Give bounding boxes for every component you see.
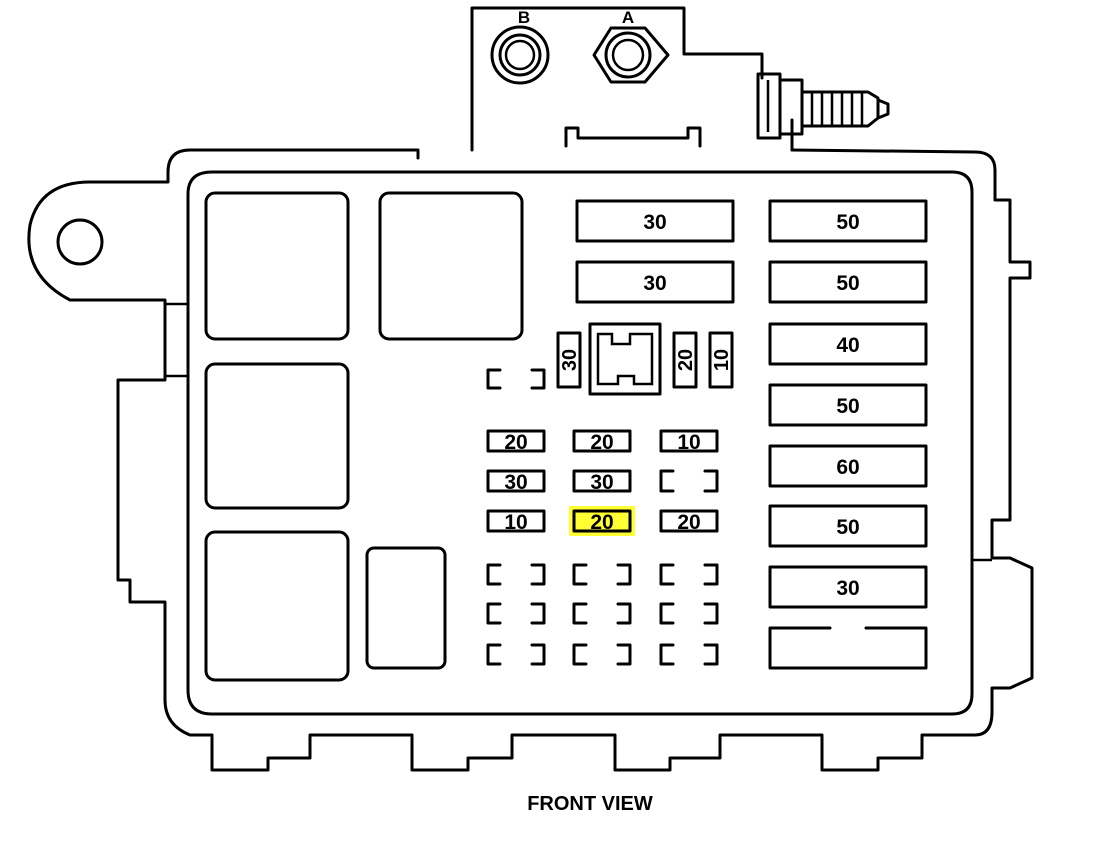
maxi-fuse-8 [768, 504, 928, 548]
maxi-fuse-1-label: 30 [643, 211, 666, 234]
maxi-fuse-4-label: 50 [836, 272, 859, 295]
mini-fuse-r1-c3-label: 10 [677, 431, 700, 454]
mini-fuse-r3-c2-label: 20 [590, 511, 613, 534]
terminal-b: B [490, 8, 550, 85]
maxi-fuse-5-label: 40 [836, 334, 859, 357]
front-view-caption: FRONT VIEW [527, 793, 653, 815]
relays [204, 191, 524, 682]
maxi-fuse-9-label: 30 [836, 577, 859, 600]
vertical-fuse-2 [672, 331, 698, 389]
vertical-fuse-1 [556, 331, 582, 389]
mini-fuses: 20 20 10 30 30 10 20 20 [486, 429, 719, 534]
maxi-fuse-4 [768, 260, 928, 304]
empty-slot [659, 469, 719, 493]
side-bolt [756, 72, 890, 140]
maxi-fuse-2-label: 30 [643, 272, 666, 295]
mini-fuse-r1-c1 [486, 429, 546, 453]
empty-slot [486, 602, 546, 625]
vertical-fuse-2-label: 20 [675, 349, 697, 371]
maxi-fuse-3-label: 50 [836, 211, 859, 234]
relay-5 [365, 546, 447, 670]
mini-fuse-r3-c3 [659, 509, 719, 533]
mini-fuse-r3-c3-label: 20 [677, 511, 700, 534]
mini-fuse-r2-c1 [486, 469, 546, 493]
maxi-fuse-7-label: 60 [836, 456, 859, 479]
mini-fuse-r1-c3 [659, 429, 719, 453]
terminal-b-label: B [518, 8, 530, 27]
terminal-a-label: A [622, 8, 634, 27]
empty-slot [572, 643, 632, 666]
mini-fuse-r1-c2 [572, 429, 632, 453]
maxi-fuse-1 [575, 199, 735, 243]
relay-4 [204, 530, 350, 682]
maxi-fuse-6-label: 50 [836, 395, 859, 418]
maxi-fuse-8-label: 50 [836, 516, 859, 539]
maxi-fuse-6 [768, 383, 928, 427]
relay-3 [204, 362, 350, 510]
vertical-fuses: 30 20 10 [556, 331, 734, 389]
relay-2 [378, 191, 524, 341]
vertical-fuse-3-label: 10 [711, 349, 733, 371]
mini-fuse-r2-c1-label: 30 [504, 471, 527, 494]
mini-fuse-r1-c1-label: 20 [504, 431, 527, 454]
mini-fuse-r3-c1-label: 10 [504, 511, 527, 534]
mini-fuse-r2-c2-label: 30 [590, 471, 613, 494]
mini-fuse-r1-c2-label: 20 [590, 431, 613, 454]
empty-slot [659, 563, 719, 586]
maxi-fuse-9 [768, 565, 928, 609]
mini-fuse-r3-c1 [486, 509, 546, 533]
empty-slot [572, 563, 632, 586]
housing-outline [27, 148, 1034, 772]
empty-slot [572, 602, 632, 625]
empty-slot [486, 643, 546, 666]
empty-fuse-slots [486, 368, 719, 666]
empty-slot [486, 563, 546, 586]
maxi-fuses: 30 30 50 50 40 50 60 50 30 [575, 199, 928, 670]
center-module [588, 322, 662, 396]
maxi-fuse-5 [768, 322, 928, 366]
maxi-fuse-2 [575, 260, 735, 304]
empty-slot [659, 643, 719, 666]
maxi-fuse-slot-empty [768, 626, 928, 670]
mini-fuse-r3-c2-highlighted [572, 509, 632, 533]
vertical-fuse-3 [708, 331, 734, 389]
empty-slot [486, 368, 546, 390]
maxi-fuse-3 [768, 199, 928, 243]
vertical-fuse-1-label: 30 [559, 349, 581, 371]
empty-slot [659, 602, 719, 625]
terminal-a: A [592, 8, 670, 84]
mini-fuse-r2-c2 [572, 469, 632, 493]
relay-1 [204, 191, 350, 341]
maxi-fuse-7 [768, 444, 928, 488]
